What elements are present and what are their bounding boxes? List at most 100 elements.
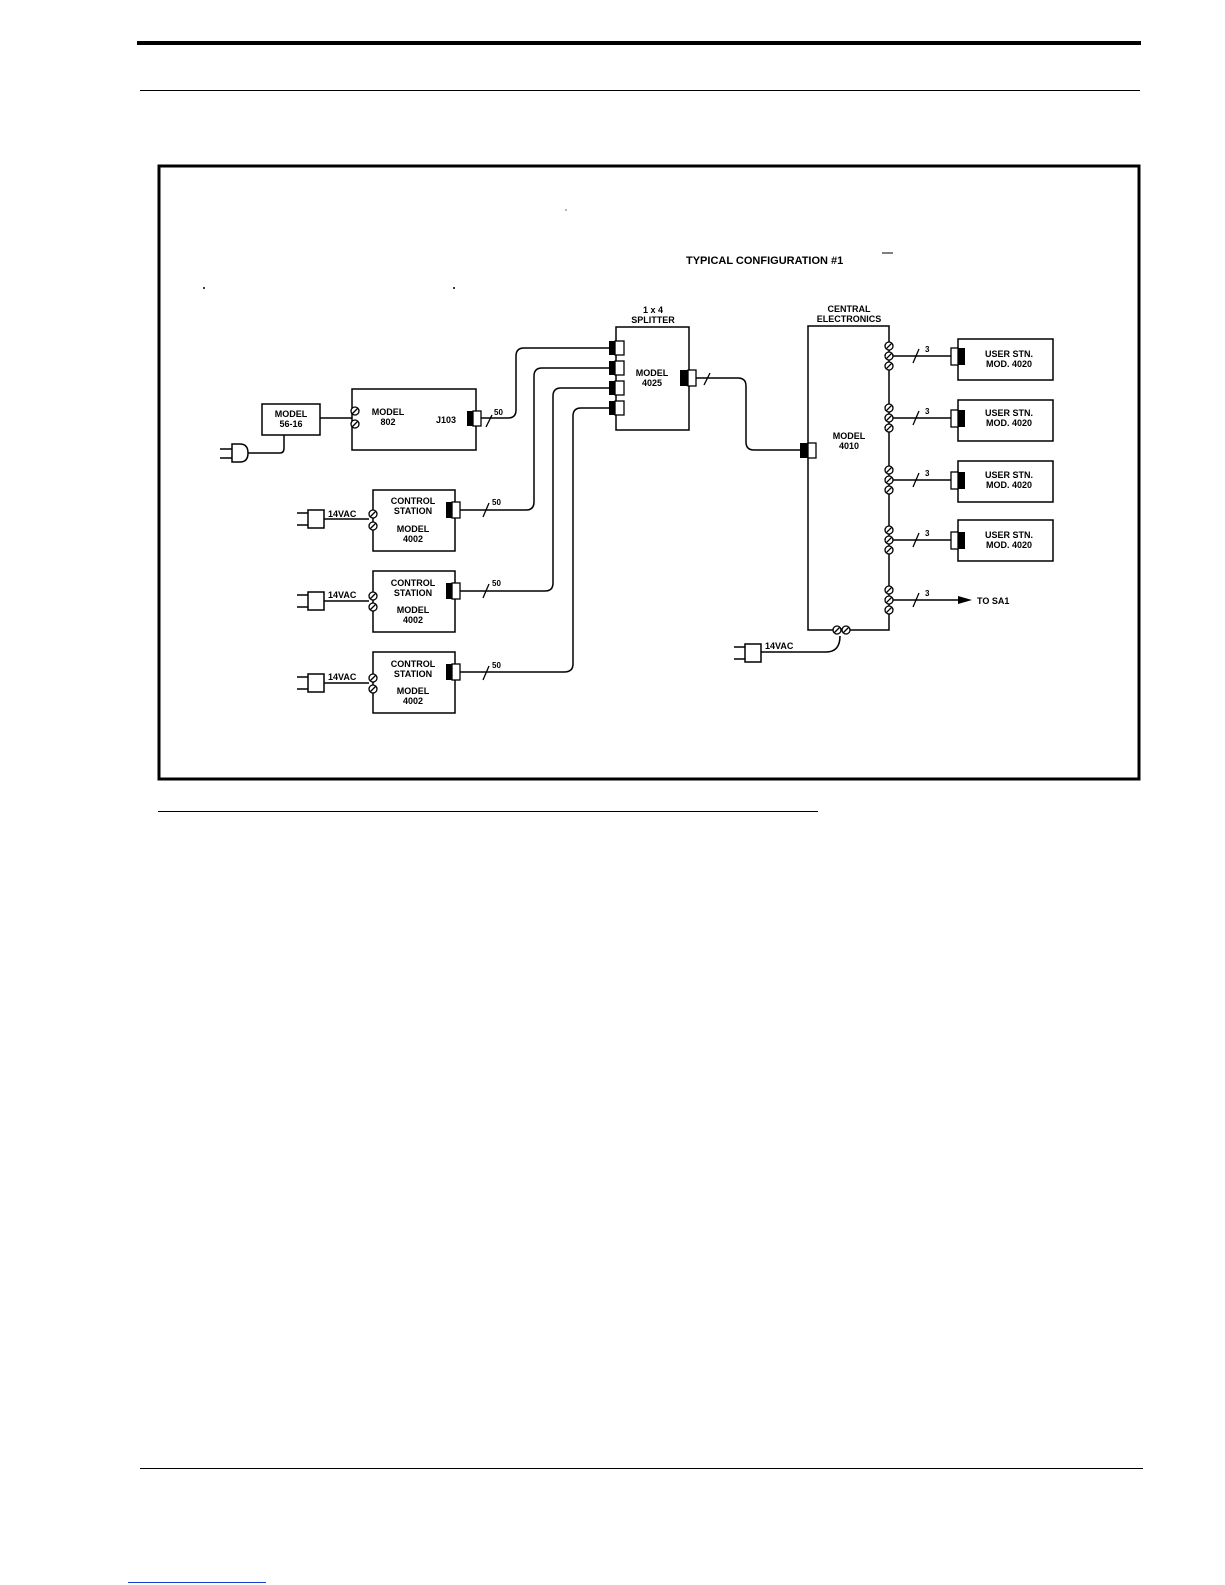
connector-icon (609, 360, 625, 376)
model-56-16-unit: MODEL 56-16 (261, 403, 321, 436)
control-station-label: CONTROL (391, 659, 436, 669)
cable-count: 3 (925, 345, 930, 354)
model-802-number: 802 (380, 417, 395, 427)
control-station-label: STATION (394, 588, 432, 598)
power-label-14vac: 14VAC (328, 509, 357, 519)
cable-count: 3 (925, 407, 930, 416)
control-station-label: STATION (394, 669, 432, 679)
cable-station-1-to-splitter (460, 367, 609, 511)
splitter-model-label: MODEL (636, 368, 669, 378)
cable-slash (912, 410, 920, 426)
user-station-label: USER STN. (985, 470, 1033, 480)
terminal-icon (884, 585, 894, 615)
sa1-label: TO SA1 (977, 596, 1009, 606)
cable-count: 3 (925, 529, 930, 538)
header-thin-rule (140, 90, 1140, 91)
cable-count: 50 (492, 579, 501, 588)
central-model-label: MODEL (833, 431, 866, 441)
footer-link-underline (128, 1582, 266, 1583)
cable-station-3-to-splitter (460, 407, 609, 673)
terminal-icon (368, 673, 378, 694)
terminal-icon (368, 509, 378, 531)
connector-icon (950, 471, 965, 490)
terminal-icon (884, 465, 894, 495)
control-station-1: CONTROL STATION MODEL 4002 (368, 489, 461, 552)
connector-icon (950, 347, 965, 366)
connector-icon (609, 380, 625, 396)
user-station-model: MOD. 4020 (986, 359, 1032, 369)
connector-icon (446, 582, 461, 600)
control-station-model: MODEL (397, 524, 430, 534)
cable-slash (912, 592, 920, 608)
scan-speck (565, 209, 567, 211)
cable-slash (485, 414, 493, 428)
connector-icon (446, 663, 461, 681)
control-station-label: STATION (394, 506, 432, 516)
user-station-1: 3 USER STN. MOD. 4020 (893, 338, 1054, 381)
terminal-icon (884, 341, 894, 371)
power-cord-56-16 (248, 435, 285, 454)
control-station-number: 4002 (403, 615, 423, 625)
arrow-right-icon (958, 596, 972, 604)
cable-count: 50 (492, 661, 501, 670)
user-station-model: MOD. 4020 (986, 480, 1032, 490)
model-56-16-number: 56-16 (279, 419, 302, 429)
model-56-16-label: MODEL (275, 409, 308, 419)
control-station-model: MODEL (397, 605, 430, 615)
control-station-3: CONTROL STATION MODEL 4002 (368, 651, 461, 714)
dc-plug-icon (297, 673, 325, 693)
splitter-header-2: SPLITTER (631, 315, 675, 325)
scan-speck (203, 287, 205, 289)
diagram-frame (157, 164, 1141, 781)
user-station-label: USER STN. (985, 530, 1033, 540)
power-label-central: 14VAC (765, 641, 794, 651)
control-station-number: 4002 (403, 696, 423, 706)
cable-slash (482, 665, 490, 681)
control-station-label: CONTROL (391, 578, 436, 588)
cable-count: 3 (925, 469, 930, 478)
cable-slash (912, 532, 920, 548)
cable-count: 3 (925, 589, 930, 598)
user-station-3: 3 USER STN. MOD. 4020 (893, 460, 1054, 503)
dc-plug-icon (297, 591, 325, 611)
dc-plug-icon (297, 509, 325, 529)
splitter-4025-unit: MODEL 4025 (609, 326, 697, 431)
splitter-model-number: 4025 (642, 378, 662, 388)
terminal-icon (884, 403, 894, 433)
sa1-output: 3 TO SA1 (893, 589, 1009, 608)
footer-rule (140, 1468, 1143, 1469)
connector-icon (950, 531, 965, 550)
control-station-model: MODEL (397, 686, 430, 696)
cable-802-to-splitter (481, 347, 609, 419)
diagram-title: TYPICAL CONFIGURATION #1 (686, 255, 843, 267)
terminal-icon (368, 591, 378, 612)
connector-icon (680, 369, 697, 387)
central-header-2: ELECTRONICS (817, 314, 882, 324)
dc-plug-icon (734, 643, 762, 663)
cable-count: 50 (492, 498, 501, 507)
control-station-2: CONTROL STATION MODEL 4002 (368, 570, 461, 633)
terminal-icon (350, 406, 360, 429)
scan-speck (453, 287, 455, 289)
header-thick-rule (137, 41, 1141, 45)
power-label-14vac: 14VAC (328, 672, 357, 682)
connector-icon (609, 340, 625, 356)
caption-rule (158, 811, 818, 812)
cable-count-802: 50 (494, 408, 503, 417)
connector-icon (950, 409, 965, 428)
cable-station-2-to-splitter (460, 387, 609, 592)
user-station-4: 3 USER STN. MOD. 4020 (893, 519, 1054, 562)
central-4010-unit: MODEL 4010 (800, 325, 890, 631)
central-header-1: CENTRAL (828, 304, 871, 314)
ac-plug-icon (220, 443, 249, 463)
user-station-model: MOD. 4020 (986, 418, 1032, 428)
power-label-14vac: 14VAC (328, 590, 357, 600)
user-station-model: MOD. 4020 (986, 540, 1032, 550)
terminal-icon (884, 525, 894, 555)
cable-slash (912, 348, 920, 364)
power-cord-central (761, 635, 841, 653)
control-station-number: 4002 (403, 534, 423, 544)
connector-icon (467, 410, 482, 427)
splitter-header-1: 1 x 4 (643, 305, 663, 315)
central-model-number: 4010 (839, 441, 859, 451)
